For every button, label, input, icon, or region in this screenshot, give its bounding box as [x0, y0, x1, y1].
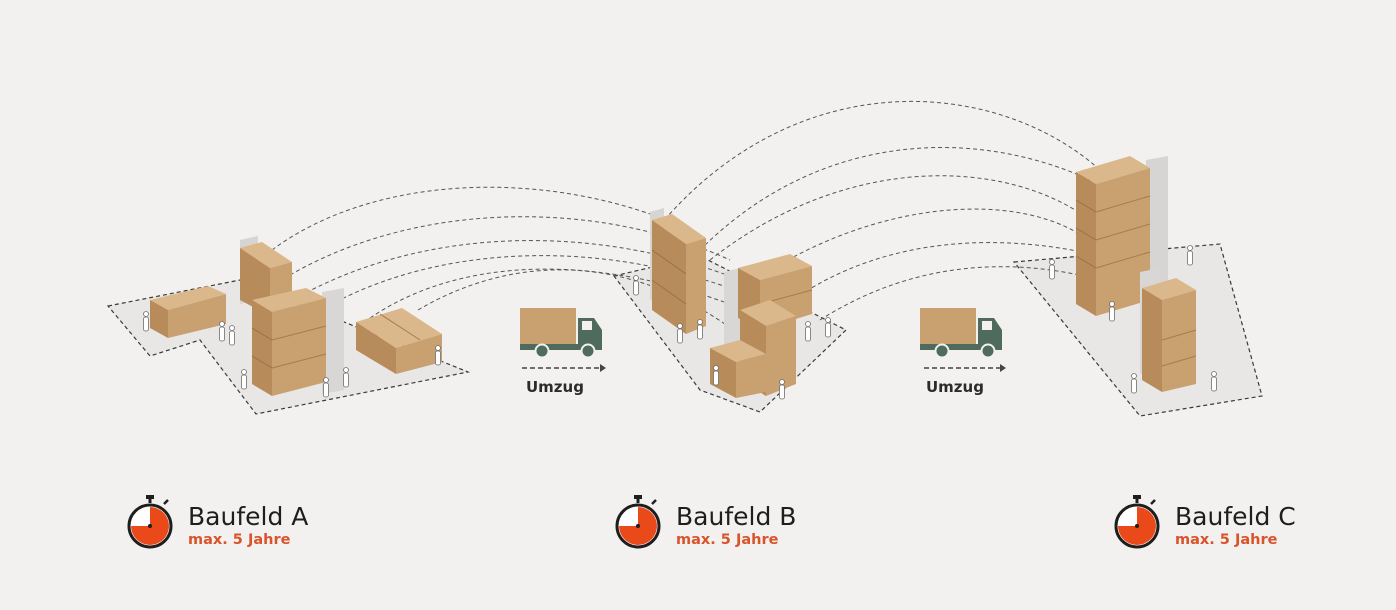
field-a: Baufeld A max. 5 Jahre: [126, 495, 308, 551]
truck-icon: [520, 308, 602, 359]
field-b: Baufeld B max. 5 Jahre: [614, 495, 796, 551]
site-c-buildings: [1075, 156, 1197, 392]
field-c: Baufeld C max. 5 Jahre: [1113, 495, 1296, 551]
relocation-arcs: [271, 100, 1161, 361]
umzug-arrow: [924, 364, 1006, 372]
field-duration: max. 5 Jahre: [1175, 532, 1278, 548]
person-icons: [143, 245, 1217, 400]
field-name: Baufeld B: [676, 502, 797, 531]
umzug-label-2: Umzug: [926, 378, 984, 396]
umzug-arrow: [522, 364, 606, 372]
field-duration: max. 5 Jahre: [676, 532, 779, 548]
stopwatch-icon: [127, 495, 173, 549]
stopwatch-icon: [615, 495, 661, 549]
site-b-buildings: [650, 208, 813, 398]
field-name: Baufeld A: [188, 502, 309, 531]
field-name: Baufeld C: [1175, 502, 1296, 531]
field-duration: max. 5 Jahre: [188, 532, 291, 548]
site-a-buildings: [150, 236, 442, 396]
umzug-label-1: Umzug: [526, 378, 584, 396]
truck-icon: [920, 308, 1002, 359]
stopwatch-icon: [1114, 495, 1160, 549]
